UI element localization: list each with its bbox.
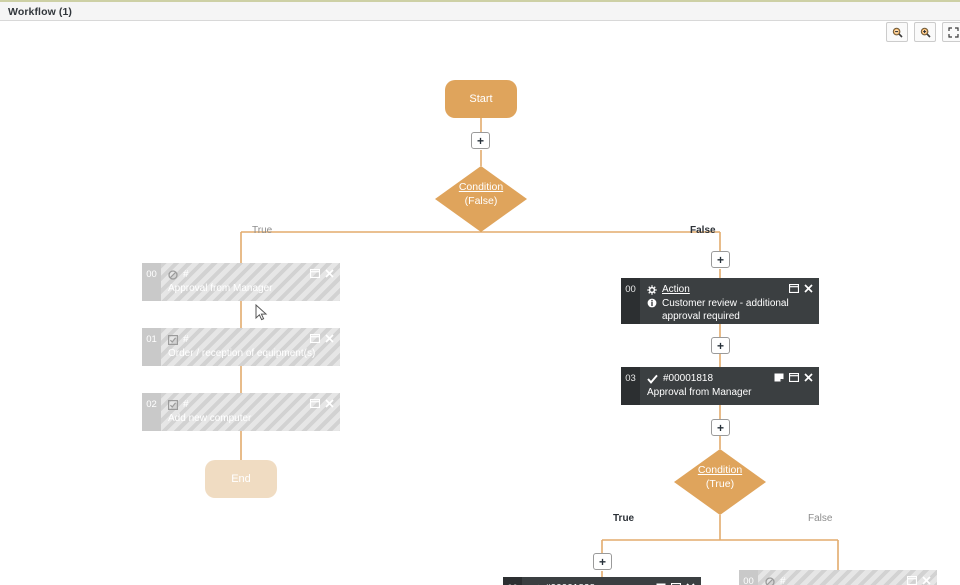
plus-glyph: +: [716, 252, 724, 267]
end-node-label: End: [231, 473, 251, 485]
check-icon: [647, 374, 658, 384]
expand-icon: [947, 26, 959, 38]
info-icon: [647, 298, 657, 308]
branch-label-false-2: False: [808, 513, 833, 524]
canvas-toolbar: [886, 22, 960, 42]
diamond-shape: [674, 449, 766, 515]
add-step-after-start[interactable]: +: [471, 132, 490, 149]
task-sequence: 00: [621, 278, 640, 324]
task-sequence: 03: [621, 367, 640, 405]
task-approval-from-manager-done[interactable]: 03 #00001818 Approval from Manager: [621, 367, 819, 405]
add-step-after-approval[interactable]: +: [711, 419, 730, 436]
task-ref: #: [183, 399, 189, 410]
task-actions: [310, 399, 334, 408]
condition-node-1[interactable]: Condition (False): [435, 166, 527, 232]
window-icon[interactable]: [907, 576, 917, 585]
workflow-canvas[interactable]: Start + Condition (False) True False + 0…: [0, 22, 960, 585]
no-entry-icon: [168, 269, 178, 280]
close-icon[interactable]: [804, 373, 813, 382]
task-action-customer-review[interactable]: 00: [621, 278, 819, 324]
task-title: Customer review - additional approval re…: [662, 298, 789, 322]
zoom-out-button[interactable]: [886, 22, 908, 42]
task-sequence: 00: [739, 570, 758, 585]
task-ref: #: [780, 576, 786, 585]
window-icon[interactable]: [789, 284, 799, 293]
task-title: Add new computer: [168, 413, 252, 424]
task-sequence: 00: [503, 577, 522, 585]
start-node[interactable]: Start: [445, 80, 517, 118]
plus-glyph: +: [598, 554, 606, 569]
start-node-label: Start: [469, 93, 493, 105]
zoom-in-button[interactable]: [914, 22, 936, 42]
branch-label-true-2: True: [613, 513, 635, 524]
task-approval-from-manager-disabled[interactable]: 00 # Approval from Manager: [142, 263, 340, 301]
window-icon[interactable]: [310, 269, 320, 278]
task-ref: #: [183, 334, 189, 345]
task-sequence: 01: [142, 328, 161, 366]
end-node[interactable]: End: [205, 460, 277, 498]
branch-label-true-1: True: [252, 225, 273, 236]
diamond-shape: [435, 166, 527, 232]
add-step-false-branch[interactable]: +: [711, 251, 730, 268]
task-add-new-computer[interactable]: 02 # Add new computer: [142, 393, 340, 431]
close-icon[interactable]: [922, 576, 931, 585]
mouse-cursor: [255, 303, 268, 327]
window-header: Workflow (1): [0, 0, 960, 21]
task-approval-it-director-disabled[interactable]: 00 # Approval IT Director: [739, 570, 937, 585]
task-sequence: 00: [142, 263, 161, 301]
branch-label-false-1: False: [690, 225, 716, 236]
magnifier-minus-icon: [892, 27, 903, 38]
task-actions: [310, 334, 334, 343]
window-icon[interactable]: [310, 334, 320, 343]
task-actions: [310, 269, 334, 278]
task-title: Approval from Manager: [168, 283, 273, 294]
task-actions: [789, 284, 813, 293]
add-step-true-branch-2[interactable]: +: [593, 553, 612, 570]
close-icon[interactable]: [325, 269, 334, 278]
task-title: Approval from Manager: [647, 387, 752, 398]
plus-glyph: +: [716, 420, 724, 435]
task-title: Order / reception of equipment(s): [168, 348, 316, 359]
checkbox-icon: [168, 334, 178, 345]
magnifier-plus-icon: [920, 27, 931, 38]
close-icon[interactable]: [804, 284, 813, 293]
add-step-after-action[interactable]: +: [711, 337, 730, 354]
close-icon[interactable]: [325, 399, 334, 408]
gear-icon: [647, 284, 657, 295]
no-entry-icon: [765, 576, 775, 585]
task-ref: #: [183, 269, 189, 280]
note-icon[interactable]: [774, 373, 784, 382]
condition-node-2[interactable]: Condition (True): [674, 449, 766, 515]
checkbox-icon: [168, 399, 178, 410]
task-ref: #00001818: [663, 373, 714, 384]
task-actions: [907, 576, 931, 585]
page-title: Workflow (1): [8, 6, 73, 18]
window-icon[interactable]: [310, 399, 320, 408]
window-icon[interactable]: [671, 583, 681, 585]
task-ref[interactable]: Action: [662, 284, 690, 295]
task-actions: [774, 373, 813, 382]
close-icon[interactable]: [325, 334, 334, 343]
task-ref: #00001828: [545, 582, 595, 585]
window-icon[interactable]: [789, 373, 799, 382]
task-order-reception-equipment[interactable]: 01 # Order / reception of equipment(s): [142, 328, 340, 366]
fullscreen-button[interactable]: [942, 22, 960, 42]
task-00001828[interactable]: 00 #00001828: [503, 577, 701, 585]
plus-glyph: +: [716, 338, 724, 353]
plus-glyph: +: [476, 133, 484, 148]
task-sequence: 02: [142, 393, 161, 431]
